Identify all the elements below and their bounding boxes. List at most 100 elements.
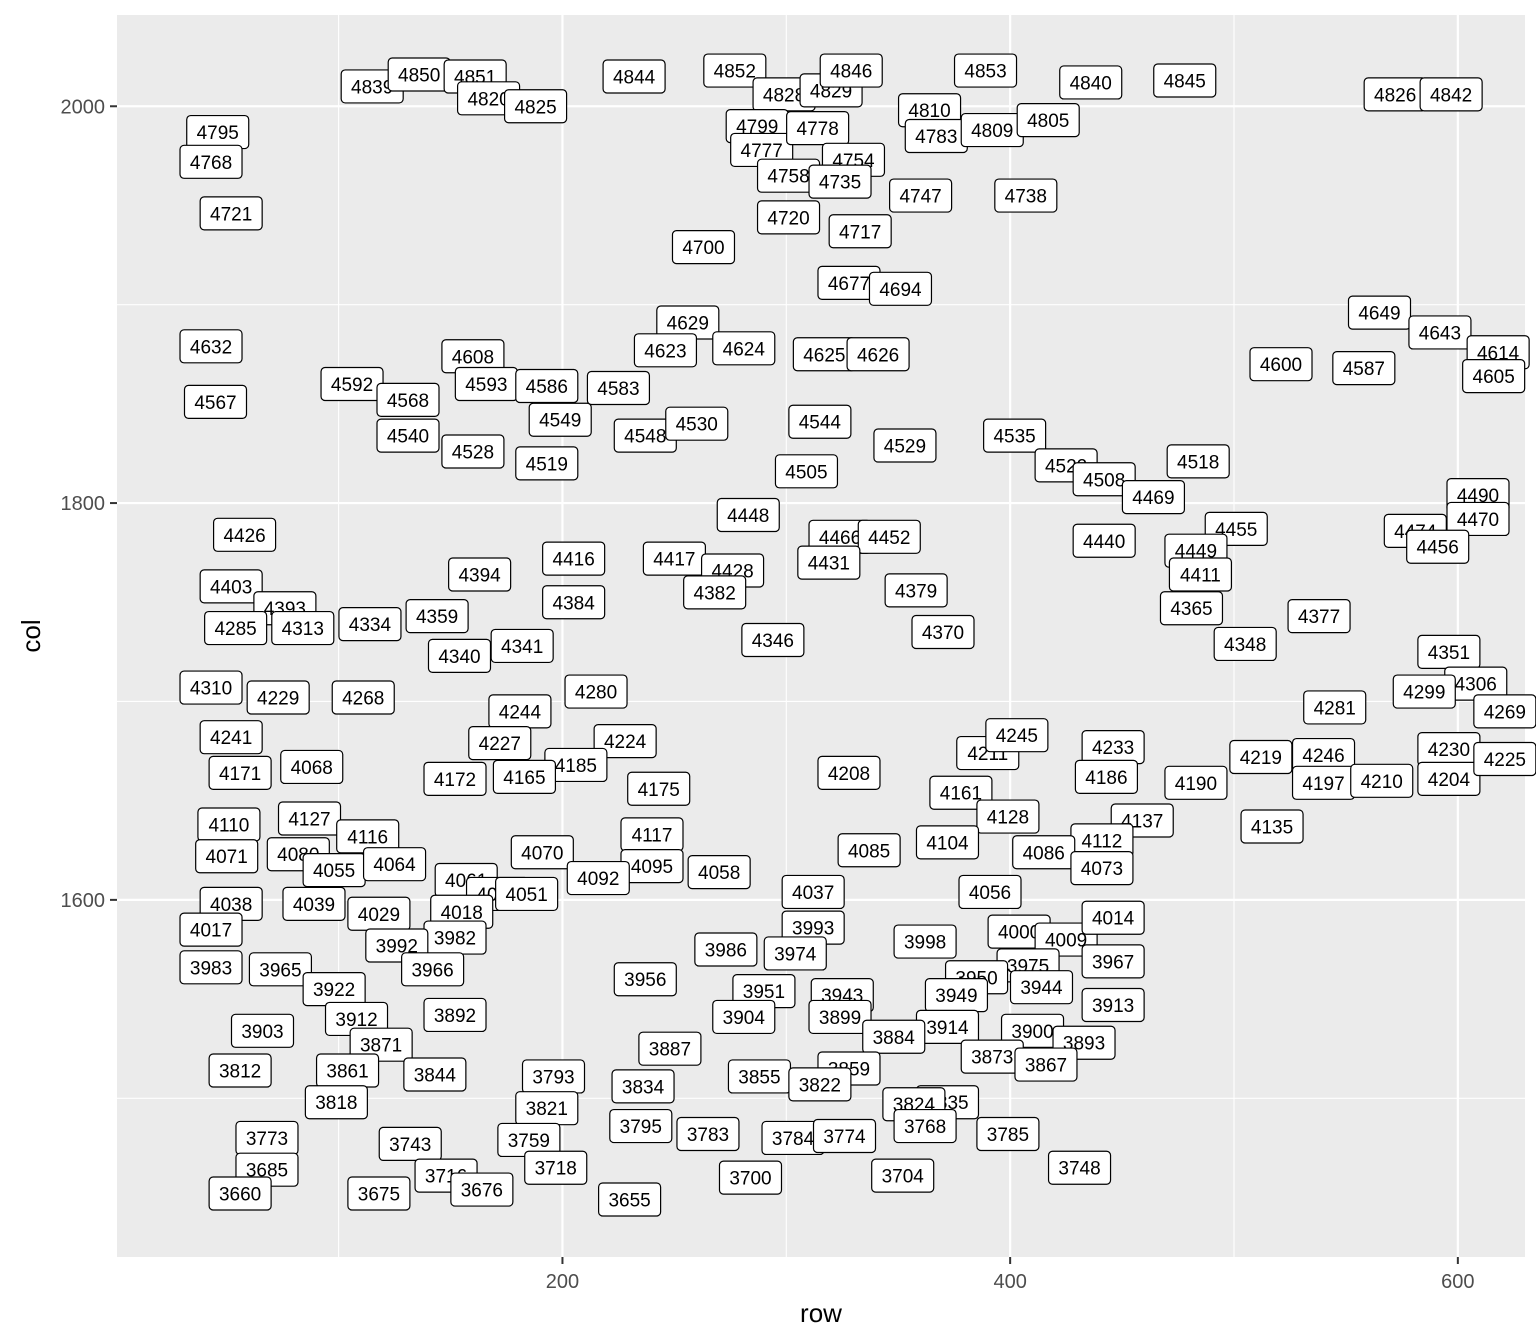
point-label: 3793 — [521, 1059, 586, 1094]
point-label-text: 3982 — [434, 929, 476, 950]
point-label-text: 4795 — [197, 123, 239, 144]
point-label-text: 4850 — [398, 66, 440, 87]
point-label: 4567 — [183, 384, 248, 419]
point-label-text: 4128 — [987, 808, 1029, 829]
y-axis-title: col — [16, 619, 46, 652]
point-label: 3873 — [960, 1039, 1024, 1074]
point-label: 3871 — [349, 1027, 413, 1062]
point-label-box — [349, 1027, 413, 1062]
point-label-box — [542, 585, 606, 620]
point-label-text: 3956 — [624, 970, 666, 991]
point-label-text: 3871 — [360, 1036, 402, 1057]
point-label: 4469 — [1121, 480, 1186, 515]
point-label: 3783 — [676, 1116, 740, 1152]
point-label-box — [495, 876, 559, 912]
point-label-box — [1168, 557, 1233, 592]
point-label: 4626 — [846, 337, 910, 372]
point-label: 4225 — [1473, 741, 1536, 777]
point-label-text: 3675 — [358, 1185, 400, 1206]
point-label-box — [837, 833, 901, 868]
point-label: 4403 — [199, 569, 263, 604]
point-label: 3675 — [347, 1176, 411, 1211]
point-label-box — [741, 622, 805, 658]
point-label-box — [958, 874, 1022, 910]
point-label: 3676 — [450, 1172, 514, 1207]
point-label-text: 4426 — [223, 526, 265, 547]
point-label-box — [179, 329, 243, 364]
point-label: 4448 — [716, 497, 780, 533]
point-label-text: 3892 — [434, 1006, 476, 1027]
point-label-box — [1164, 765, 1228, 800]
point-label-box — [1072, 462, 1136, 497]
point-label-text: 4840 — [1070, 73, 1112, 94]
point-label: 4219 — [1229, 739, 1293, 775]
point-label-box — [1419, 77, 1483, 112]
point-label: 4826 — [1363, 77, 1427, 112]
point-label: 4064 — [362, 847, 427, 882]
point-label-text: 4535 — [993, 427, 1035, 448]
point-label-box — [179, 144, 243, 179]
point-label-text: 4758 — [767, 167, 809, 188]
point-label: 4204 — [1417, 761, 1481, 796]
point-label-text: 4470 — [1457, 510, 1499, 531]
point-label: 3795 — [609, 1108, 673, 1144]
point-label: 4068 — [280, 749, 344, 785]
point-label: 4384 — [542, 585, 606, 620]
point-label-text: 4431 — [808, 554, 850, 575]
point-label-text: 4068 — [291, 758, 333, 779]
point-label: 4268 — [331, 680, 395, 715]
point-label-box — [277, 801, 342, 836]
point-label: 4092 — [566, 860, 630, 896]
point-label: 4017 — [179, 912, 243, 947]
point-label: 4229 — [246, 680, 310, 715]
point-label-box — [687, 854, 751, 890]
point-label-text: 3900 — [1011, 1022, 1053, 1043]
point-label-box — [179, 912, 243, 947]
point-label-text: 4624 — [723, 339, 766, 360]
point-label-box — [347, 1176, 411, 1211]
point-label-text: 4623 — [644, 341, 686, 362]
point-label-box — [1446, 501, 1510, 537]
point-label-box — [199, 720, 263, 755]
point-label: 3704 — [871, 1158, 935, 1193]
point-label-text: 4440 — [1083, 532, 1125, 553]
point-label-text: 3867 — [1025, 1056, 1067, 1077]
point-label-text: 3884 — [873, 1028, 916, 1049]
point-label-box — [183, 384, 248, 419]
point-label-text: 4568 — [387, 391, 429, 412]
point-label-box — [510, 835, 574, 870]
point-label-text: 4608 — [452, 347, 494, 368]
point-label-text: 3783 — [687, 1125, 729, 1146]
point-label: 3861 — [315, 1053, 380, 1088]
x-axis-title: row — [800, 1298, 842, 1328]
point-label: 4643 — [1408, 315, 1472, 350]
point-label-text: 4518 — [1177, 452, 1219, 473]
point-label-box — [515, 446, 579, 481]
point-label-box — [756, 200, 821, 235]
point-label: 3822 — [788, 1067, 852, 1102]
point-label-text: 4009 — [1045, 931, 1087, 952]
point-label-text: 4825 — [514, 97, 556, 118]
point-label-text: 3974 — [774, 944, 817, 965]
point-label-text: 4809 — [971, 121, 1013, 142]
point-label: 3855 — [727, 1059, 792, 1094]
point-label: 3966 — [401, 952, 465, 987]
point-label: 4241 — [199, 720, 263, 755]
point-label: 3785 — [976, 1116, 1040, 1152]
point-label-box — [1070, 851, 1134, 886]
point-label: 4417 — [642, 541, 706, 576]
point-label-text: 4229 — [257, 689, 299, 710]
point-label-box — [694, 932, 758, 967]
point-label: 4244 — [488, 694, 552, 729]
point-label-text: 4219 — [1240, 748, 1282, 769]
point-label-box — [915, 825, 980, 860]
point-label: 3884 — [862, 1019, 926, 1054]
point-label-text: 4768 — [190, 153, 232, 174]
point-label-box — [1121, 480, 1186, 515]
point-label-box — [441, 434, 505, 469]
point-label-box — [230, 1013, 295, 1048]
point-label: 4190 — [1164, 765, 1228, 800]
point-label-text: 4828 — [763, 85, 805, 106]
point-label-box — [808, 999, 872, 1035]
point-label-text: 4104 — [926, 833, 969, 854]
